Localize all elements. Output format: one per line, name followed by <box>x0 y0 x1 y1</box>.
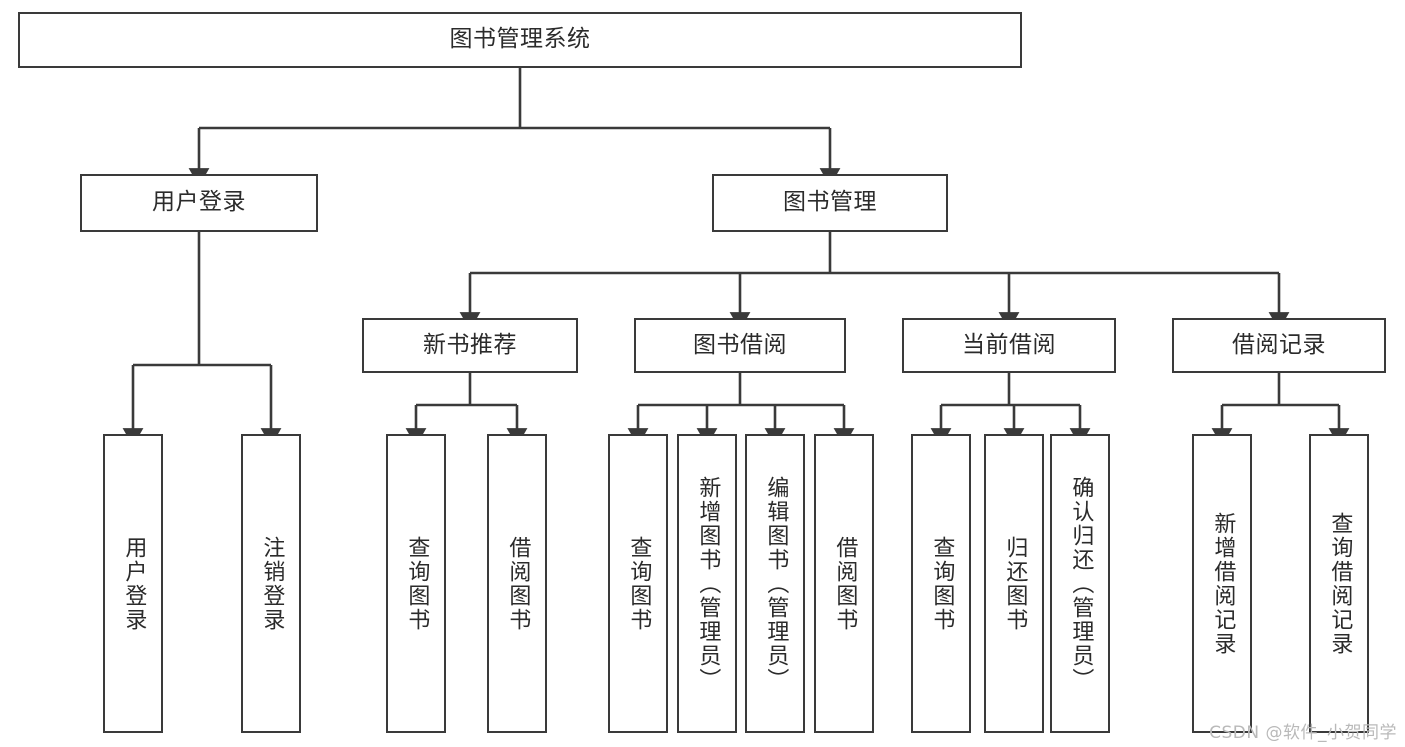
node-leaf-logout[interactable]: 注销登录 <box>241 434 301 733</box>
node-label: 用户登录 <box>152 189 246 216</box>
node-label: 新增图书（管理员） <box>695 475 721 692</box>
node-leaf-user-login[interactable]: 用户登录 <box>103 434 163 733</box>
node-label: 借阅记录 <box>1232 331 1326 358</box>
node-label: 用户登录 <box>121 535 147 632</box>
node-label: 新书推荐 <box>423 331 517 358</box>
node-label: 查询图书 <box>404 535 430 632</box>
node-label: 图书管理 <box>783 189 877 216</box>
node-leaf-borrow-book-1[interactable]: 借阅图书 <box>487 434 547 733</box>
node-leaf-edit-book-admin[interactable]: 编辑图书（管理员） <box>745 434 805 733</box>
node-label: 注销登录 <box>259 535 285 632</box>
node-label: 图书管理系统 <box>449 26 591 53</box>
node-label: 借阅图书 <box>832 535 858 632</box>
node-label: 归还图书 <box>1002 535 1028 632</box>
node-label: 编辑图书（管理员） <box>763 475 789 692</box>
node-root[interactable]: 图书管理系统 <box>18 12 1022 68</box>
node-leaf-return-book[interactable]: 归还图书 <box>984 434 1044 733</box>
node-leaf-query-book-2[interactable]: 查询图书 <box>608 434 668 733</box>
node-label: 新增借阅记录 <box>1210 511 1236 656</box>
node-leaf-query-borrow-record[interactable]: 查询借阅记录 <box>1309 434 1369 733</box>
node-leaf-confirm-return-admin[interactable]: 确认归还（管理员） <box>1050 434 1110 733</box>
node-leaf-query-book-3[interactable]: 查询图书 <box>911 434 971 733</box>
node-book-borrow[interactable]: 图书借阅 <box>634 318 846 373</box>
node-leaf-add-borrow-record[interactable]: 新增借阅记录 <box>1192 434 1252 733</box>
node-user-login[interactable]: 用户登录 <box>80 174 318 232</box>
node-label: 查询图书 <box>929 535 955 632</box>
node-leaf-query-book-1[interactable]: 查询图书 <box>386 434 446 733</box>
node-label: 当前借阅 <box>962 331 1056 358</box>
node-label: 确认归还（管理员） <box>1068 475 1094 692</box>
node-current-borrow[interactable]: 当前借阅 <box>902 318 1116 373</box>
node-label: 查询借阅记录 <box>1327 511 1353 656</box>
node-new-book-recommend[interactable]: 新书推荐 <box>362 318 578 373</box>
node-label: 借阅图书 <box>505 535 531 632</box>
node-label: 查询图书 <box>626 535 652 632</box>
node-label: 图书借阅 <box>693 331 787 358</box>
csdn-watermark: CSDN @软件_小贺同学 <box>1209 723 1397 743</box>
node-book-manage[interactable]: 图书管理 <box>712 174 948 232</box>
node-borrow-record[interactable]: 借阅记录 <box>1172 318 1386 373</box>
node-leaf-add-book-admin[interactable]: 新增图书（管理员） <box>677 434 737 733</box>
node-leaf-borrow-book-2[interactable]: 借阅图书 <box>814 434 874 733</box>
